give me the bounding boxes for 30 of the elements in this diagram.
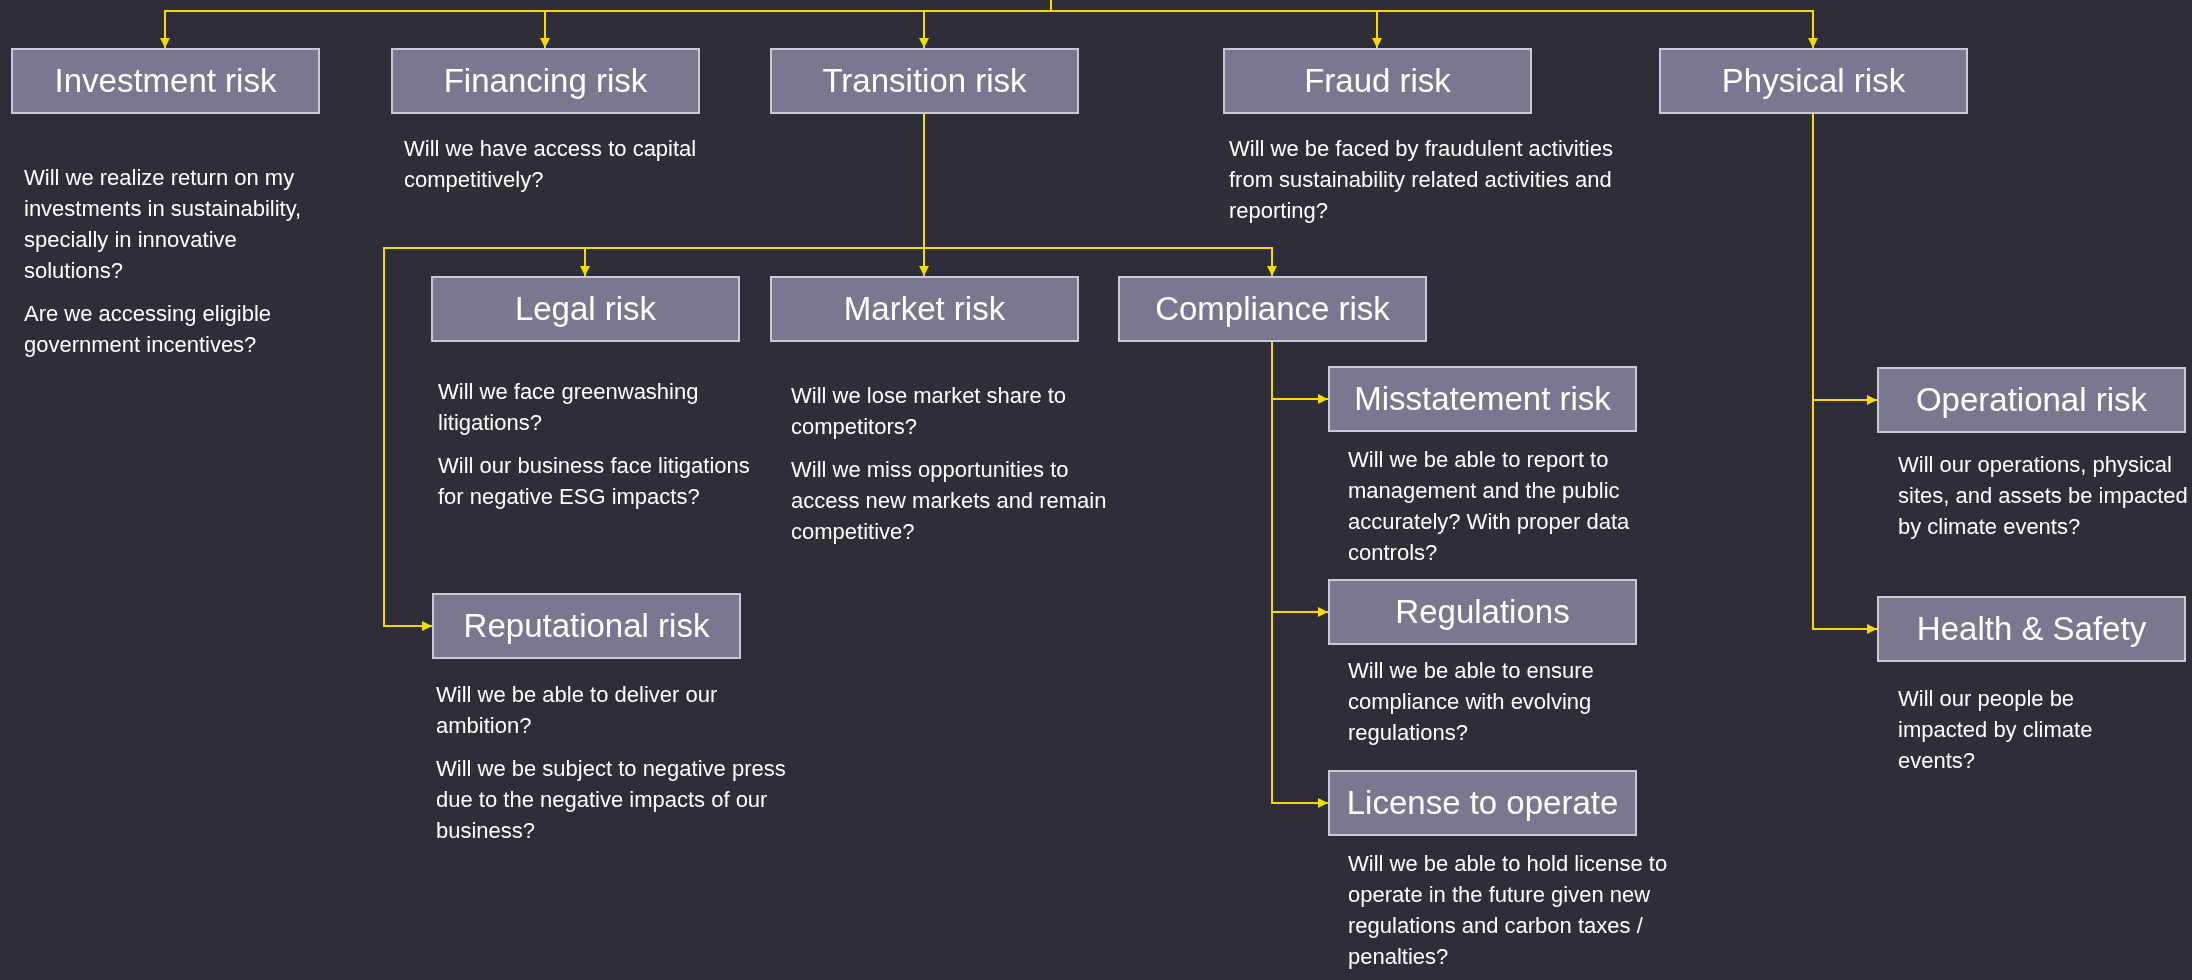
- risk-box: Operational risk: [1877, 367, 2186, 433]
- risk-box: Investment risk: [11, 48, 320, 114]
- question-text: Will we be able to deliver our ambition?: [436, 681, 719, 740]
- question-text: Will we be able to ensure compliance with evolving regulations?: [1348, 657, 1595, 747]
- risk-box: Regulations: [1328, 579, 1637, 645]
- risk-box: Reputational risk: [432, 593, 741, 659]
- question-text: Will our business face litigations for negative ESG impacts?: [438, 452, 751, 511]
- question-text: Are we accessing eligible government incentives?: [24, 300, 273, 359]
- risk-box: Transition risk: [770, 48, 1079, 114]
- risk-box: Market risk: [770, 276, 1079, 342]
- question-text: Will we have access to capital competitively?: [404, 135, 698, 194]
- risk-box: Fraud risk: [1223, 48, 1532, 114]
- risk-box: Misstatement risk: [1328, 366, 1637, 432]
- connector-arrow: [1050, 0, 1818, 49]
- question-text: Will we realize return on my investments in sustainability, specially in innovative solutions?: [24, 164, 303, 285]
- risk-box: Health & Safety: [1877, 596, 2186, 662]
- question-text: Will our people be impacted by climate events?: [1898, 685, 2094, 775]
- risk-box: Financing risk: [391, 48, 700, 114]
- question-text: Will our operations, physical sites, and assets be impacted by climate events?: [1898, 451, 2188, 541]
- question-text: Will we face greenwashing litigations?: [438, 378, 700, 437]
- question-text: Will we miss opportunities to access new markets and remain competitive?: [791, 456, 1108, 546]
- question-text: Will we be subject to negative press due to the negative impacts of our business?: [436, 755, 787, 845]
- question-text: Will we be able to report to management and the public accurately? With proper data controls?: [1348, 446, 1631, 567]
- question-text: Will we be faced by fraudulent activities from sustainability related activities and reporting?: [1229, 135, 1614, 225]
- risk-box: Physical risk: [1659, 48, 1968, 114]
- question-text: Will we lose market share to competitors?: [791, 382, 1068, 441]
- risk-box: Compliance risk: [1118, 276, 1427, 342]
- risk-box: Legal risk: [431, 276, 740, 342]
- question-text: Will we be able to hold license to operate in the future given new regulations and carbon taxes / penalties?: [1348, 850, 1669, 971]
- risk-box: License to operate: [1328, 770, 1637, 836]
